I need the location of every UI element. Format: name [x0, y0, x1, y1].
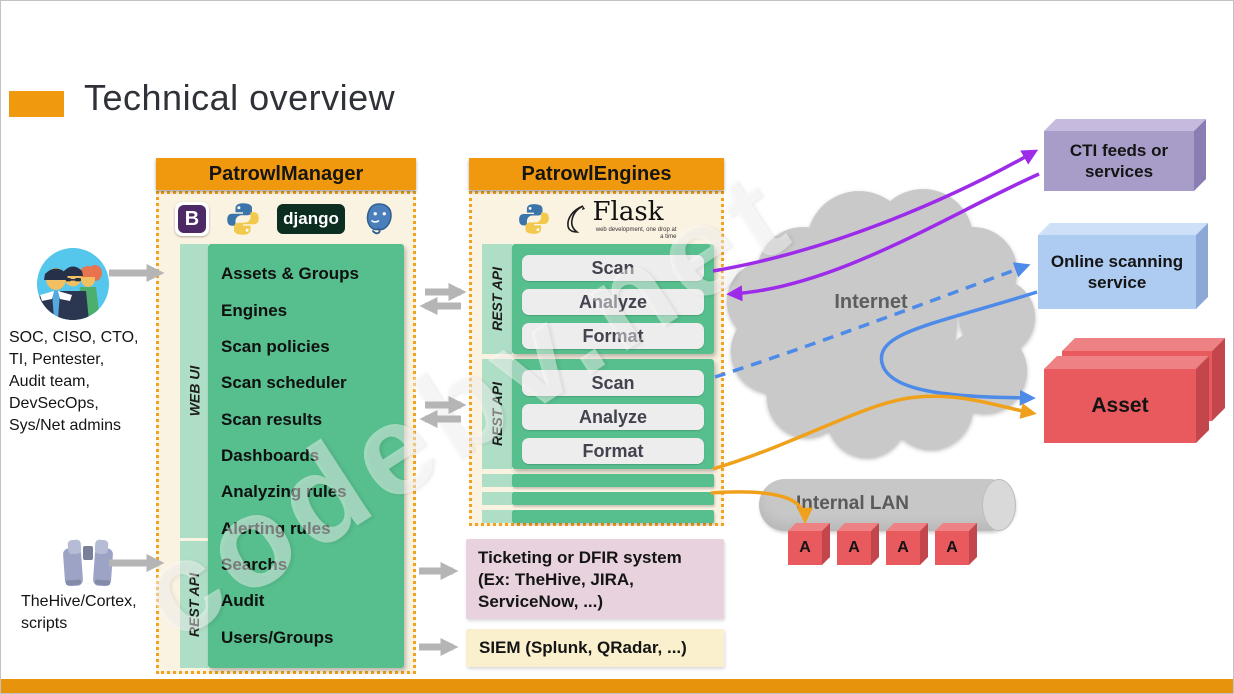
extra-engine-bar [512, 510, 714, 523]
internal-lan-label: Internal LAN [796, 493, 909, 514]
manager-restapi-strip: REST API [180, 541, 208, 668]
patrowlengines-panel: Flask web development, one drop at a tim… [469, 191, 724, 526]
list-item: Scan results [221, 409, 323, 429]
flask-horn-icon [566, 205, 585, 233]
extra-engine-strip [482, 474, 512, 487]
extra-engine-bar [512, 474, 714, 487]
lan-asset-cube: A [788, 523, 830, 565]
extra-engine-strip [482, 510, 512, 523]
engines-logo-row: Flask web development, one drop at a tim… [472, 197, 721, 241]
siem-box: SIEM (Splunk, QRadar, ...) [466, 629, 724, 667]
internet-label: Internet [834, 291, 908, 313]
scripts-label: TheHive/Cortex, scripts [21, 593, 137, 633]
manager-webui-strip: WEB UI [180, 244, 208, 538]
extra-engine-bar [512, 492, 714, 505]
list-item: Scan scheduler [221, 373, 347, 393]
flask-logo: Flask web development, one drop at a tim… [563, 197, 677, 241]
engine2-restapi-strip: REST API [482, 359, 512, 469]
django-icon: django [277, 204, 345, 234]
ticketing-box: Ticketing or DFIR system (Ex: TheHive, J… [466, 539, 724, 619]
patrowlmanager-panel: B django WEB UI REST API Asset [156, 191, 416, 674]
page-title: Technical overview [84, 77, 396, 118]
lan-pipe-cap [982, 479, 1016, 531]
list-item: Assets & Groups [221, 264, 359, 284]
asset-box: Asset [1044, 356, 1209, 443]
flask-tagline: web development, one drop at a time [595, 226, 677, 240]
online-scanning-box: Online scanning service [1038, 223, 1208, 309]
engine-action-scan: Scan [522, 255, 704, 281]
list-item: Audit [221, 591, 265, 611]
engine2-block: Scan Analyze Format [512, 359, 714, 469]
engine1-restapi-strip: REST API [482, 244, 512, 354]
list-item: Users/Groups [221, 627, 334, 647]
engine-action-scan: Scan [522, 370, 704, 396]
lan-asset-cube: A [886, 523, 928, 565]
lan-asset-cube: A [935, 523, 977, 565]
bootstrap-icon: B [175, 202, 209, 236]
engine1-block: Scan Analyze Format [512, 244, 714, 354]
manager-feature-list: Assets & Groups Engines Scan policies Sc… [208, 244, 404, 668]
lan-asset-cube: A [837, 523, 879, 565]
list-item: Alerting rules [221, 518, 331, 538]
list-item: Analyzing rules [221, 482, 347, 502]
patrowlengines-header: PatrowlEngines [469, 158, 724, 190]
title-accent-bar [9, 91, 64, 117]
engine-action-format: Format [522, 438, 704, 464]
patrowlmanager-header: PatrowlManager [156, 158, 416, 190]
users-label: SOC, CISO, CTO, TI, Pentester, Audit tea… [9, 329, 139, 435]
list-item: Searchs [221, 554, 288, 574]
engine-action-analyze: Analyze [522, 404, 704, 430]
engine-action-format: Format [522, 323, 704, 349]
engine-action-analyze: Analyze [522, 289, 704, 315]
list-item: Engines [221, 300, 288, 320]
online-scanner-arrows [714, 262, 1038, 406]
list-item: Scan policies [221, 336, 330, 356]
binoculars-icon [63, 539, 113, 587]
list-item: Dashboards [221, 445, 320, 465]
postgresql-icon [366, 203, 392, 235]
cti-arrows [712, 149, 1040, 302]
extra-engine-strip [482, 492, 512, 505]
flask-wordmark: Flask [592, 196, 664, 227]
python-icon [227, 203, 259, 235]
users-avatar-icon [37, 248, 109, 320]
cti-feeds-box: CTI feeds or services [1044, 119, 1206, 191]
python-icon [518, 204, 549, 234]
bottom-accent-bar [1, 679, 1233, 693]
manager-logo-row: B django [159, 198, 413, 240]
